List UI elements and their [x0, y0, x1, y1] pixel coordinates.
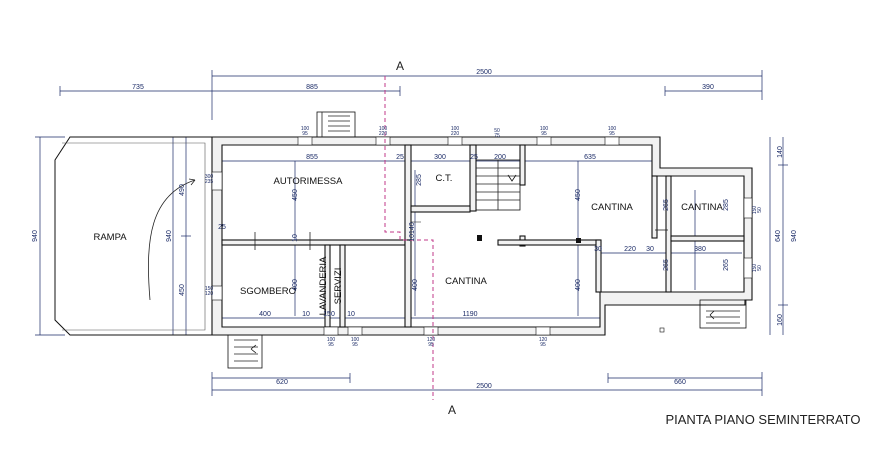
- dim-top-total: 2500: [476, 69, 492, 76]
- dim-right-140: 140: [777, 146, 784, 158]
- dim-right-640: 640: [775, 230, 782, 242]
- window-label-top-7: 100: [351, 337, 360, 343]
- dim-left-490: 490: [179, 184, 186, 196]
- window-label-bottom-8: 95: [428, 342, 434, 348]
- stairs-internal: [475, 159, 521, 211]
- window-label-bottom-13: 50: [757, 265, 763, 271]
- window-label-top-1: 100: [379, 126, 388, 132]
- room-label-cantina-right: CANTINA: [681, 202, 723, 213]
- dim-int-635: 635: [584, 154, 596, 161]
- dim-top-left: 735: [132, 84, 144, 91]
- room-label-rampa: RAMPA: [93, 232, 127, 243]
- section-cut-line: [384, 76, 434, 400]
- dim-int-220: 220: [624, 246, 636, 253]
- dim-int-200: 200: [494, 154, 506, 161]
- window-label-bottom-3: 75: [494, 133, 500, 139]
- room-label-cantina-large: CANTINA: [445, 276, 487, 287]
- stairs-top: [316, 111, 356, 138]
- dim-int-10a: 10: [292, 234, 299, 242]
- section-marker-bottom: A: [448, 403, 456, 417]
- window-label-top-10: 300: [205, 174, 214, 180]
- room-label-cantina-mid: CANTINA: [591, 202, 633, 213]
- dim-int-400c: 400: [412, 279, 419, 291]
- dim-int-30b: 30: [594, 246, 602, 253]
- dim-bottom-total: 2500: [476, 383, 492, 390]
- window-label-top-12: 150: [752, 206, 758, 215]
- window-label-bottom-10: 235: [205, 179, 214, 185]
- dim-int-285: 285: [416, 174, 423, 186]
- dim-int-25b: 25: [470, 154, 478, 161]
- dim-int-25c: 25: [218, 224, 226, 231]
- dim-int-265b: 265: [663, 259, 670, 271]
- window-label-bottom-11: 120: [205, 291, 214, 297]
- dim-right-940: 940: [791, 230, 798, 242]
- section-marker-top: A: [396, 59, 404, 73]
- dim-left-940a: 940: [32, 230, 39, 242]
- room-label-lavanderia: LAVANDERIA: [318, 256, 329, 315]
- room-label-servizi: SERVIZI: [333, 268, 344, 305]
- window-label-top-3: 50: [494, 128, 500, 134]
- window-label-bottom-5: 95: [609, 131, 615, 137]
- dim-bottom-right: 660: [674, 379, 686, 386]
- window-label-top-2: 100: [451, 126, 460, 132]
- window-label-top-11: 150: [205, 286, 214, 292]
- dim-int-855: 855: [306, 154, 318, 161]
- dim-int-1190: 1190: [462, 311, 477, 318]
- dim-bottom-left: 620: [276, 379, 288, 386]
- dim-left-450: 450: [179, 284, 186, 296]
- drawing-title: PIANTA PIANO SEMINTERRATO: [665, 412, 860, 427]
- door-marks: [254, 212, 668, 333]
- stairs-bottom-right: [699, 299, 747, 329]
- window-label-bottom-4: 95: [541, 131, 547, 137]
- dim-int-10c: 10: [347, 311, 355, 318]
- dim-int-30a: 30: [646, 246, 654, 253]
- dim-int-450b: 450: [575, 189, 582, 201]
- dim-int-265c: 265: [723, 259, 730, 271]
- dim-int-10140: 10140: [409, 222, 416, 242]
- dim-top-right: 390: [702, 84, 714, 91]
- window-label-bottom-6: 95: [328, 342, 334, 348]
- room-label-sgombero: SGOMBERO: [240, 286, 296, 297]
- building-walls: [211, 136, 753, 336]
- dim-int-25a: 25: [396, 154, 404, 161]
- stairs-bottom-left: [227, 334, 263, 369]
- window-label-top-5: 100: [608, 126, 617, 132]
- window-label-bottom-2: 220: [451, 131, 460, 137]
- dim-top-885: 885: [306, 84, 318, 91]
- window-label-top-6: 100: [327, 337, 336, 343]
- dim-left-940b: 940: [166, 230, 173, 242]
- room-label-ct: C.T.: [436, 173, 453, 184]
- window-label-top-4: 100: [540, 126, 549, 132]
- dim-int-10b: 10: [302, 311, 310, 318]
- dim-int-285b: 285: [723, 199, 730, 211]
- dim-int-400b: 400: [292, 279, 299, 291]
- window-label-top-8: 120: [427, 337, 436, 343]
- window-marks: [211, 136, 753, 336]
- dim-right-160: 160: [777, 314, 784, 326]
- window-label-top-0: 100: [301, 126, 310, 132]
- window-label-top-9: 120: [539, 337, 548, 343]
- window-label-bottom-0: 95: [302, 131, 308, 137]
- room-label-autorimessa: AUTORIMESSA: [274, 176, 344, 187]
- window-label-bottom-9: 95: [540, 342, 546, 348]
- dim-int-380: 380: [694, 246, 706, 253]
- dimension-lines: [35, 70, 788, 396]
- dim-int-300: 300: [434, 154, 446, 161]
- window-label-bottom-12: 50: [757, 207, 763, 213]
- window-label-bottom-1: 220: [379, 131, 388, 137]
- window-label-top-13: 150: [752, 264, 758, 273]
- dim-int-400a: 400: [259, 311, 271, 318]
- dim-int-265a: 265: [663, 199, 670, 211]
- dim-int-400d: 400: [575, 279, 582, 291]
- dim-int-150: 150: [323, 311, 335, 318]
- window-label-bottom-7: 95: [352, 342, 358, 348]
- dim-int-450a: 450: [292, 189, 299, 201]
